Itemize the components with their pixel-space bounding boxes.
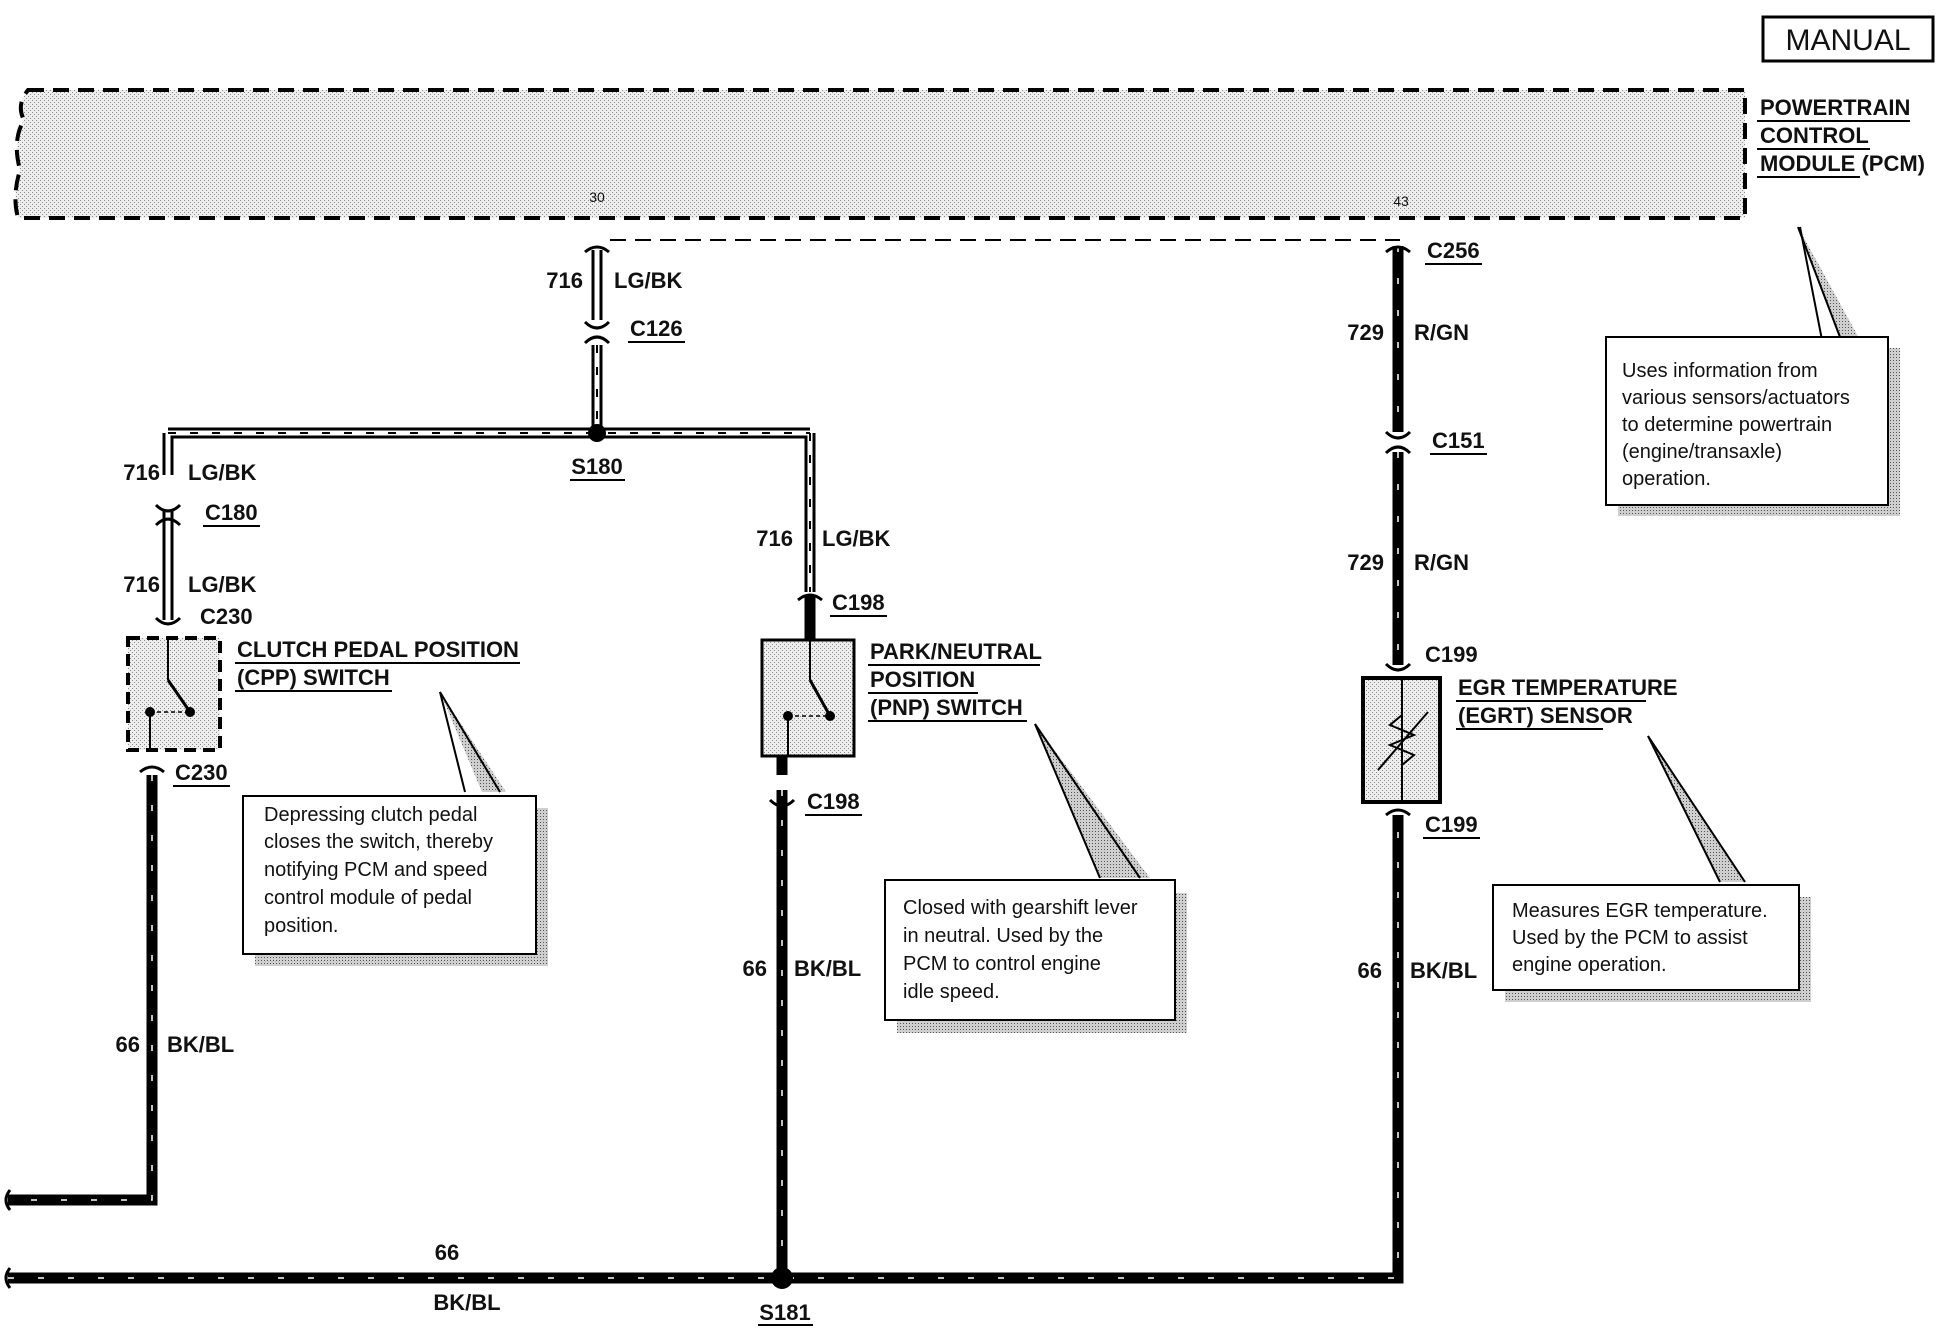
connector-c198-bottom: C198 — [807, 789, 860, 814]
egrt-note-line-3: engine operation. — [1512, 954, 1667, 976]
pnp-note-line-2: in neutral. Used by the — [903, 925, 1103, 947]
pcm-note-callout: Uses information from various sensors/ac… — [1605, 226, 1900, 516]
egrt-label: EGR TEMPERATURE (EGRT) SENSOR — [1456, 675, 1678, 730]
cpp-name-line-2: (CPP) SWITCH — [237, 665, 390, 690]
connector-c256: C256 — [1427, 238, 1480, 263]
connector-c199-bottom: C199 — [1425, 812, 1478, 837]
pcm-note-line-4: (engine/transaxle) — [1622, 441, 1782, 463]
pnp-note-line-1: Closed with gearshift lever — [903, 897, 1138, 919]
splice-s180 — [588, 424, 606, 442]
pcm-pin-43: 43 — [1393, 193, 1409, 209]
wire-break-marks — [4, 1189, 12, 1289]
pnp-note-line-3: PCM to control engine — [903, 953, 1101, 975]
connector-c126: C126 — [630, 316, 683, 341]
w716-circuit-cpp-lower: 716 — [123, 572, 160, 597]
pnp-note-callout: Closed with gearshift lever in neutral. … — [884, 723, 1187, 1033]
pnp-name-line-3: (PNP) SWITCH — [870, 695, 1023, 720]
pcm-note-line-1: Uses information from — [1622, 360, 1818, 382]
cpp-note-line-5: position. — [264, 915, 339, 937]
w729-circuit-upper: 729 — [1347, 320, 1384, 345]
egrt-name-line-2: (EGRT) SENSOR — [1458, 703, 1633, 728]
w716-color-cpp-lower: LG/BK — [188, 572, 257, 597]
w716-color-cpp-upper: LG/BK — [188, 460, 257, 485]
w66-color-egrt: BK/BL — [1410, 958, 1477, 983]
wire-labels: 716 LG/BK 716 LG/BK 716 LG/BK 716 LG/BK … — [116, 268, 1478, 1315]
splice-s181 — [771, 1267, 793, 1289]
pnp-switch — [760, 638, 856, 758]
splice-s180-label: S180 — [571, 454, 622, 479]
pcm-name-line-2: CONTROL — [1760, 123, 1869, 148]
pcm-note-line-5: operation. — [1622, 468, 1711, 490]
manual-title: MANUAL — [1785, 24, 1910, 57]
connector-c198-top: C198 — [832, 590, 885, 615]
w716-circuit-top: 716 — [546, 268, 583, 293]
w66-circuit-cpp: 66 — [116, 1032, 140, 1057]
connector-c151: C151 — [1432, 428, 1485, 453]
connector-c230-bottom: C230 — [175, 760, 228, 785]
cpp-note-line-2: closes the switch, thereby — [264, 831, 493, 853]
pcm-module: 30 43 — [13, 88, 1747, 220]
pnp-name-line-1: PARK/NEUTRAL — [870, 639, 1042, 664]
connector-symbols — [139, 245, 1412, 817]
connector-c180: C180 — [205, 500, 258, 525]
manual-title-box: MANUAL — [1761, 15, 1935, 63]
connector-c230-top: C230 — [200, 604, 253, 629]
egrt-sensor — [1361, 676, 1442, 804]
w66-color-pnp: BK/BL — [794, 956, 861, 981]
cpp-note-line-4: control module of pedal — [264, 887, 472, 909]
w66-color-cpp: BK/BL — [167, 1032, 234, 1057]
w66-color-ground: BK/BL — [433, 1290, 500, 1315]
w66-circuit-pnp: 66 — [743, 956, 767, 981]
egrt-note-callout: Measures EGR temperature. Used by the PC… — [1492, 735, 1811, 1002]
pnp-label: PARK/NEUTRAL POSITION (PNP) SWITCH — [868, 639, 1042, 722]
cpp-note-line-1: Depressing clutch pedal — [264, 804, 477, 826]
pcm-pin-30: 30 — [589, 189, 605, 205]
cpp-name-line-1: CLUTCH PEDAL POSITION — [237, 637, 519, 662]
w66-circuit-egrt: 66 — [1358, 958, 1382, 983]
pcm-note-line-3: to determine powertrain — [1622, 414, 1832, 436]
w729-circuit-lower: 729 — [1347, 550, 1384, 575]
pcm-note-line-2: various sensors/actuators — [1622, 387, 1850, 409]
egrt-note-line-2: Used by the PCM to assist — [1512, 927, 1748, 949]
egrt-name-line-1: EGR TEMPERATURE — [1458, 675, 1678, 700]
connector-c199-top: C199 — [1425, 642, 1478, 667]
pcm-name-line-3: MODULE (PCM) — [1760, 151, 1925, 176]
splice-labels: S180 S181 — [570, 454, 813, 1326]
w716-color-pnp: LG/BK — [822, 526, 891, 551]
pcm-name-line-1: POWERTRAIN — [1760, 95, 1910, 120]
w66-circuit-ground: 66 — [435, 1240, 459, 1265]
splice-s181-label: S181 — [759, 1300, 810, 1325]
w729-color-upper: R/GN — [1414, 320, 1469, 345]
pnp-name-line-2: POSITION — [870, 667, 975, 692]
w729-color-lower: R/GN — [1414, 550, 1469, 575]
cpp-note-line-3: notifying PCM and speed — [264, 859, 487, 881]
egrt-note-line-1: Measures EGR temperature. — [1512, 900, 1768, 922]
cpp-label: CLUTCH PEDAL POSITION (CPP) SWITCH — [235, 637, 520, 692]
cpp-switch — [126, 636, 222, 752]
pnp-note-line-4: idle speed. — [903, 981, 1000, 1003]
wire-716-lg-bk — [162, 250, 816, 620]
cpp-note-callout: Depressing clutch pedal closes the switc… — [242, 691, 548, 966]
w716-circuit-cpp-upper: 716 — [123, 460, 160, 485]
connector-labels: C256 C126 C180 C230 C230 C198 C198 C151 … — [173, 238, 1487, 839]
w716-circuit-pnp: 716 — [756, 526, 793, 551]
w716-color-top: LG/BK — [614, 268, 683, 293]
pcm-label: POWERTRAIN CONTROL MODULE (PCM) — [1757, 95, 1925, 178]
